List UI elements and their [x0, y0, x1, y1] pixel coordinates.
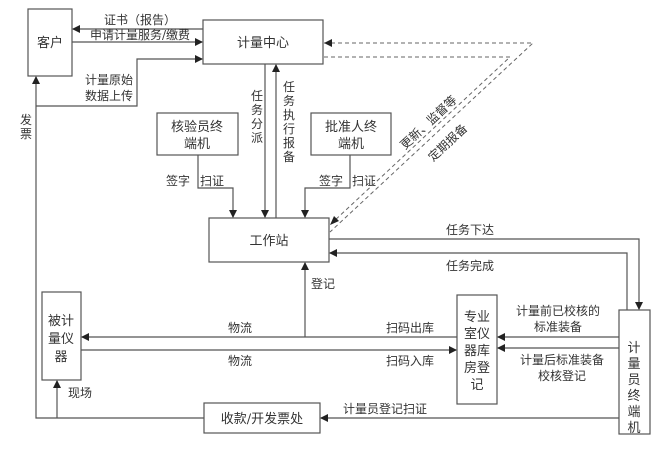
edge-apply-service-label: 申请计量服务/缴费 [90, 27, 190, 42]
node-instrument-line1: 被计 [48, 314, 74, 329]
node-instrument: 被计 量仪 器 [41, 291, 82, 381]
edge-std-before-label1: 计量前已校核的 [516, 303, 600, 318]
edge-task-report-c1: 任 [283, 80, 295, 94]
edge-task-issue-label: 任务下达 [446, 222, 494, 237]
node-metrologist-terminal-c2: 量 [627, 357, 640, 372]
node-approver-terminal-line1: 批准人终 [325, 119, 377, 135]
edge-task-issue [329, 238, 643, 310]
node-approver-terminal-line2: 端机 [338, 137, 364, 152]
edge-invoice-label1: 发 [20, 112, 32, 127]
edge-logistics-out-label: 物流 [228, 321, 252, 335]
node-verifier-terminal: 核验员终 端机 [156, 112, 239, 156]
node-warehouse-line1: 专业 [464, 310, 490, 325]
edge-task-done [329, 249, 628, 310]
node-cashier: 收款/开发票处 [203, 402, 321, 434]
edge-register-label: 登记 [311, 276, 335, 291]
edge-invoice [32, 76, 204, 419]
edge-certificate-label: 证书（报告） [104, 12, 176, 27]
node-metrologist-terminal-c5: 端 [627, 405, 640, 420]
node-metrology-center-label: 计量中心 [237, 36, 289, 51]
arrow-into-workstation [330, 216, 339, 225]
edge-std-before-label2: 标准装备 [534, 320, 582, 334]
edge-update-supervise [324, 42, 535, 233]
node-workstation-label: 工作站 [249, 234, 288, 249]
edge-approver-sign [301, 155, 351, 218]
edge-verifier-sign [197, 155, 237, 218]
edge-logistics-in-label: 物流 [228, 354, 252, 368]
edge-task-assign-c1: 任 [251, 89, 263, 103]
node-warehouse: 专业 室仪 器库 房登 记 [456, 294, 498, 405]
node-instrument-line3: 器 [54, 350, 67, 365]
node-customer-label: 客户 [37, 35, 63, 51]
edge-task-done-label: 任务完成 [446, 258, 494, 273]
edge-scan-out-label: 扫码出库 [386, 320, 434, 335]
node-warehouse-line3: 器库 [464, 343, 490, 359]
node-metrologist-terminal-c4: 终 [627, 388, 640, 404]
edge-onsite-label: 现场 [68, 386, 92, 400]
node-instrument-line2: 量仪 [48, 332, 74, 347]
edge-task-report-c2: 务 [283, 93, 295, 108]
edge-task-report-c6: 备 [283, 150, 295, 164]
arrow-into-center [324, 39, 332, 47]
node-metrologist-terminal: 计 量 员 终 端 机 [618, 309, 651, 436]
edge-invoice-label2: 票 [20, 127, 32, 141]
edge-verifier-scan-label: 扫证 [200, 174, 224, 188]
node-warehouse-line5: 记 [470, 378, 483, 393]
node-warehouse-line4: 房登 [464, 360, 490, 376]
edge-raw-data-label1: 计量原始 [85, 73, 133, 87]
node-metrologist-terminal-c1: 计 [627, 341, 640, 356]
node-customer: 客户 [27, 8, 73, 77]
edge-task-assign-c2: 务 [251, 102, 263, 117]
edge-approver-scan-label: 扫证 [352, 174, 376, 188]
node-verifier-terminal-line1: 核验员终 [171, 119, 223, 135]
node-metrologist-terminal-c6: 机 [627, 421, 640, 436]
edge-task-report-c4: 行 [283, 122, 295, 136]
node-workstation: 工作站 [208, 217, 330, 263]
edge-scan-in-label: 扫码入库 [386, 353, 434, 368]
edge-task-report-c3: 执 [283, 108, 295, 122]
node-approver-terminal: 批准人终 端机 [310, 112, 392, 156]
edge-std-after-label2: 校核登记 [538, 368, 586, 383]
edge-metrologist-scan-label: 计量员登记扫证 [343, 401, 427, 416]
node-cashier-label: 收款/开发票处 [221, 411, 303, 427]
edge-raw-data-label2: 数据上传 [85, 88, 133, 103]
node-metrology-center: 计量中心 [202, 19, 324, 65]
edge-raw-data-upload [36, 55, 203, 107]
node-metrologist-terminal-c3: 员 [627, 373, 640, 388]
node-warehouse-line2: 室仪 [464, 326, 490, 342]
node-verifier-terminal-line2: 端机 [184, 137, 210, 152]
edge-periodic-report [324, 56, 512, 223]
edge-approver-sign-label: 签字 [319, 173, 343, 188]
edge-std-after-label1: 计量后标准装备 [520, 353, 604, 367]
edge-verifier-sign-label: 签字 [166, 173, 190, 188]
edge-task-assign-c3: 分 [251, 117, 263, 131]
edge-task-report-c5: 报 [283, 135, 295, 150]
edge-task-assign-c4: 派 [251, 131, 263, 145]
